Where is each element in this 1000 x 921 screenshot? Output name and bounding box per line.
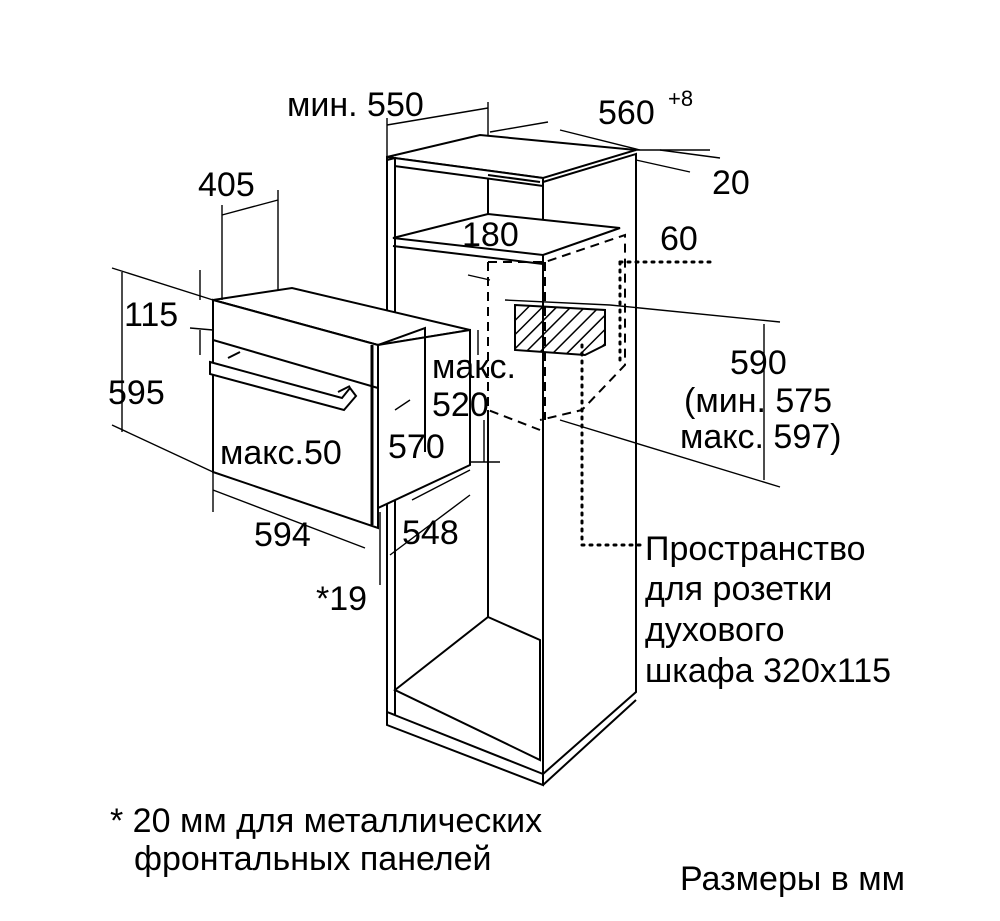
dim-max-520-label: макс. bbox=[432, 348, 516, 386]
dim-595: 595 bbox=[108, 374, 165, 412]
oven-handle-bracket-right bbox=[337, 385, 351, 393]
dim-max-50: макс.50 bbox=[220, 434, 342, 472]
oven-handle-bracket-left bbox=[227, 351, 241, 359]
socket-area bbox=[514, 303, 606, 357]
dim-19: *19 bbox=[316, 580, 367, 618]
socket-note-line-2: для розетки bbox=[645, 570, 832, 608]
cabinet-back-line bbox=[487, 174, 541, 183]
oven-body-recess bbox=[377, 326, 426, 452]
dim-405: 405 bbox=[198, 166, 255, 204]
oven-control-panel bbox=[212, 298, 379, 390]
socket-note-line-4: шкафа 320x115 bbox=[645, 652, 891, 690]
cabinet-base bbox=[393, 615, 541, 762]
units-note: Размеры в мм bbox=[680, 860, 905, 898]
dim-590: 590 bbox=[730, 344, 787, 382]
dimension-lines bbox=[111, 102, 781, 585]
dim-570: 570 bbox=[388, 428, 445, 466]
oven bbox=[209, 286, 471, 530]
socket-note-line-3: духового bbox=[645, 611, 785, 649]
dim-180: 180 bbox=[462, 216, 519, 254]
socket-leader bbox=[580, 343, 642, 547]
socket-note-line-1: Пространство bbox=[645, 530, 866, 568]
dim-590-max: макс. 597) bbox=[680, 418, 841, 456]
dim-548: 548 bbox=[402, 514, 459, 552]
oven-handle bbox=[209, 360, 358, 412]
dim-590-min: (мин. 575 bbox=[684, 382, 832, 420]
plinth-side bbox=[542, 699, 637, 786]
niche-back-outline bbox=[488, 233, 626, 421]
footnote-line-2: фронтальных панелей bbox=[134, 840, 492, 878]
dim-20: 20 bbox=[712, 164, 750, 202]
dim-min-550: мин. 550 bbox=[287, 86, 424, 124]
socket-top-line bbox=[504, 299, 611, 306]
dim-115: 115 bbox=[124, 296, 178, 334]
dim-560: 560 bbox=[598, 94, 655, 132]
footnote-line-1: * 20 мм для металлических bbox=[110, 802, 542, 840]
cabinet-upper-shelf bbox=[392, 212, 621, 257]
dim-594: 594 bbox=[254, 516, 311, 554]
dim-60: 60 bbox=[660, 220, 698, 258]
niche-outline bbox=[487, 262, 541, 431]
dim-560-tolerance: +8 bbox=[668, 86, 693, 111]
dim-max-520-value: 520 bbox=[432, 386, 489, 424]
